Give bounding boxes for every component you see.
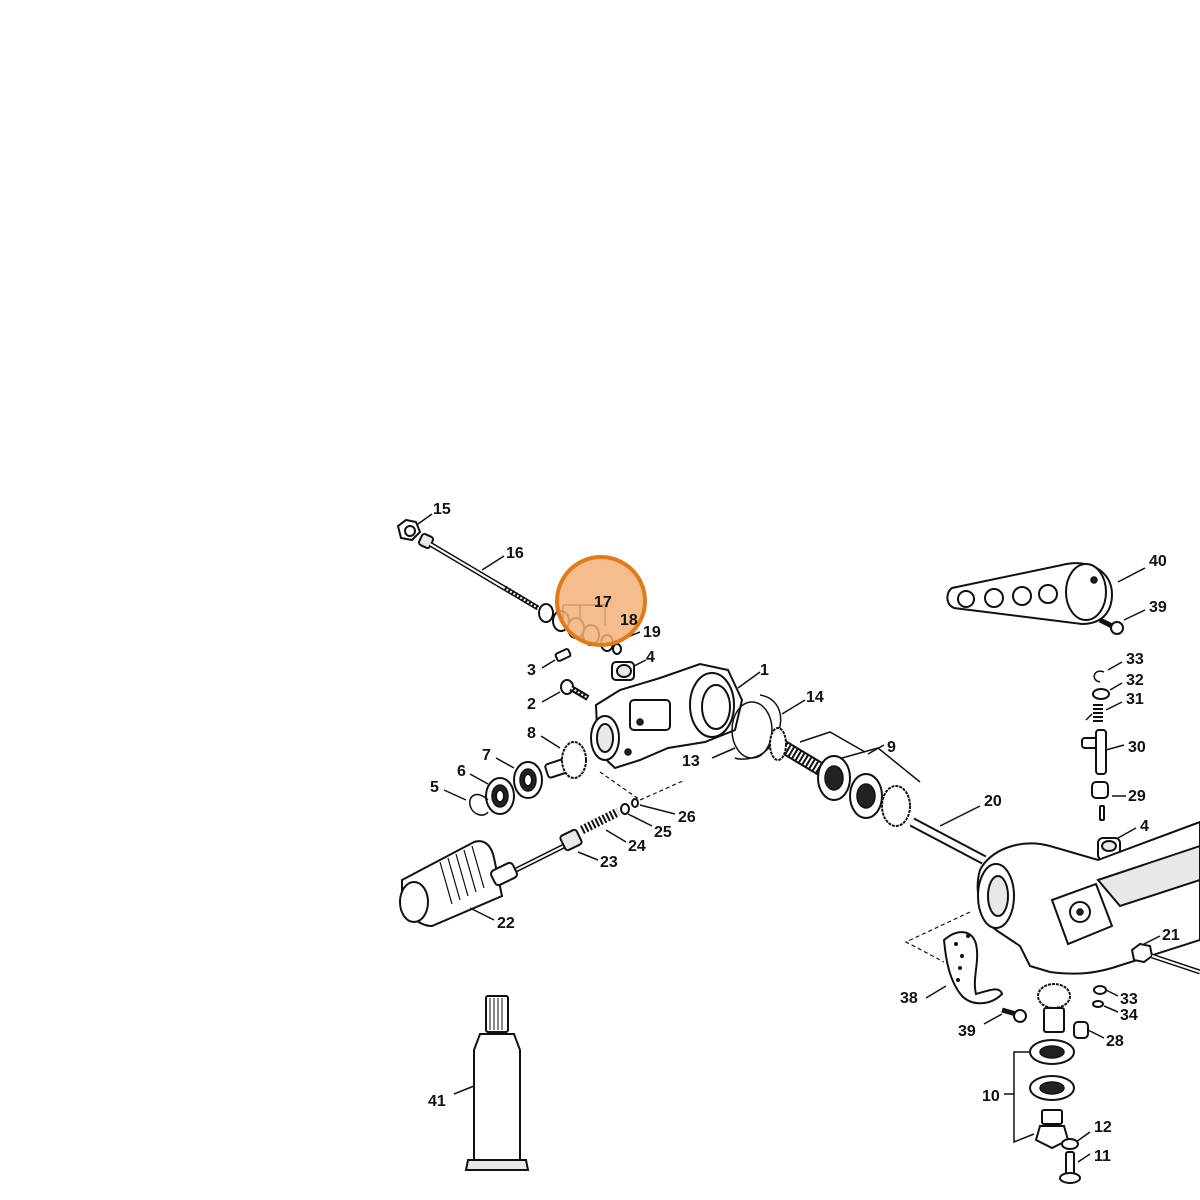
part-26-ring[interactable]	[631, 798, 639, 808]
label-25: 25	[654, 824, 672, 841]
part-22-handle[interactable]	[399, 840, 518, 928]
label-17: 17	[594, 594, 612, 611]
label-31: 31	[1126, 691, 1144, 708]
part-40-lever[interactable]	[946, 562, 1114, 626]
part-41-grease-tube[interactable]	[464, 995, 530, 1171]
label-33-upper: 33	[1126, 651, 1144, 668]
label-14: 14	[806, 689, 824, 706]
label-39-upper: 39	[1149, 599, 1167, 616]
part-19-ring[interactable]	[612, 643, 622, 655]
part-33-clip-lower[interactable]	[1093, 985, 1107, 995]
part-3-screw[interactable]	[554, 648, 572, 662]
part-39-screw-lower[interactable]	[1001, 1007, 1027, 1023]
label-6: 6	[457, 763, 466, 780]
part-7-bearing[interactable]	[513, 761, 543, 799]
label-10: 10	[982, 1088, 1000, 1105]
label-19: 19	[643, 624, 661, 641]
part-11-screw[interactable]	[1059, 1151, 1081, 1184]
label-4: 4	[646, 649, 655, 666]
part-4-plug[interactable]	[611, 661, 635, 681]
part-33-clip-upper[interactable]	[1093, 670, 1105, 683]
label-16: 16	[506, 545, 524, 562]
part-16-rod[interactable]	[418, 533, 540, 611]
label-7: 7	[482, 747, 491, 764]
label-3: 3	[527, 662, 536, 679]
label-30: 30	[1128, 739, 1146, 756]
label-23: 23	[600, 854, 618, 871]
part-6-bearing[interactable]	[485, 777, 515, 815]
label-21: 21	[1162, 927, 1180, 944]
part-12-washer[interactable]	[1061, 1138, 1079, 1150]
label-11: 11	[1094, 1148, 1111, 1165]
part-2-screw[interactable]	[560, 679, 590, 701]
label-29: 29	[1128, 788, 1146, 805]
part-30-pin[interactable]	[1081, 729, 1107, 775]
part-8-pinion[interactable]	[544, 741, 587, 779]
label-1: 1	[760, 662, 769, 679]
part-20-shaft[interactable]	[909, 817, 987, 865]
part-5-circlip[interactable]	[469, 793, 489, 816]
part-32-washer[interactable]	[1092, 688, 1110, 700]
part-28-bushing[interactable]	[1073, 1021, 1089, 1039]
label-13: 13	[682, 753, 700, 770]
label-4-right: 4	[1140, 818, 1149, 835]
part-1-gear-housing[interactable]	[590, 662, 744, 770]
label-9: 9	[887, 739, 896, 756]
label-26: 26	[678, 809, 696, 826]
label-2: 2	[527, 696, 536, 713]
label-20: 20	[984, 793, 1002, 810]
label-28: 28	[1106, 1033, 1124, 1050]
part-23-shaft[interactable]	[510, 828, 583, 875]
part-29-bushing[interactable]	[1091, 781, 1109, 799]
label-18: 18	[620, 612, 638, 629]
label-22: 22	[497, 915, 515, 932]
label-38: 38	[900, 990, 918, 1007]
part-24-spring[interactable]	[579, 807, 621, 835]
part-31-spring[interactable]	[1085, 704, 1103, 724]
label-5: 5	[430, 779, 439, 796]
label-34: 34	[1120, 1007, 1138, 1024]
label-39-lower: 39	[958, 1023, 976, 1040]
label-32: 32	[1126, 672, 1144, 689]
label-24: 24	[628, 838, 646, 855]
part-21-screw[interactable]	[1130, 942, 1200, 975]
part-25-ring[interactable]	[620, 803, 630, 815]
label-8: 8	[527, 725, 536, 742]
gearbox-housing-right[interactable]	[976, 820, 1200, 975]
highlight-circle	[555, 555, 647, 647]
part-38-quadrant[interactable]	[942, 931, 1004, 1005]
part-34-ring[interactable]	[1092, 1000, 1104, 1008]
label-12: 12	[1094, 1119, 1112, 1136]
part-10-bearings[interactable]	[1029, 1039, 1075, 1101]
part-13-ring[interactable]	[731, 701, 773, 759]
part-sprocket[interactable]	[1034, 1109, 1070, 1150]
label-15: 15	[433, 501, 451, 518]
part-39-screw-upper[interactable]	[1098, 617, 1124, 635]
part-bevel-gear[interactable]	[1037, 983, 1071, 1033]
label-40: 40	[1149, 553, 1167, 570]
part-15-nut[interactable]	[396, 518, 422, 542]
part-29-pin[interactable]	[1099, 805, 1105, 821]
label-33-lower: 33	[1120, 991, 1138, 1008]
label-41: 41	[428, 1093, 446, 1110]
part-9-shaft-bearings[interactable]	[769, 727, 911, 827]
